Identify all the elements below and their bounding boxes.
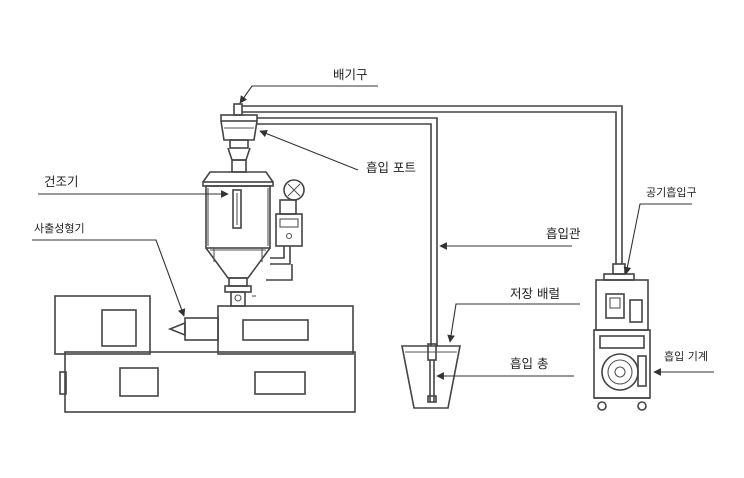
injection-molding-machine — [54, 295, 356, 413]
label-exhaust: 배기구 — [333, 67, 368, 82]
dryer — [202, 171, 305, 307]
label-storage-bin: 저장 배럴 — [510, 286, 560, 301]
label-suction-port: 흡입 포트 — [366, 160, 416, 175]
storage-bin — [401, 343, 461, 409]
hopper-loader — [220, 103, 258, 173]
label-suction-pipe: 흡입관 — [546, 226, 581, 241]
label-injection-machine: 사출성형기 — [34, 222, 85, 235]
suction-machine — [593, 263, 651, 411]
suction-pipes — [242, 105, 623, 352]
label-suction-machine: 흡입 기계 — [664, 349, 708, 363]
label-dryer: 건조기 — [44, 174, 79, 189]
label-air-inlet: 공기흡입구 — [646, 185, 697, 199]
callout-leaders — [32, 85, 714, 380]
label-suction-gun: 흡입 총 — [510, 356, 548, 371]
